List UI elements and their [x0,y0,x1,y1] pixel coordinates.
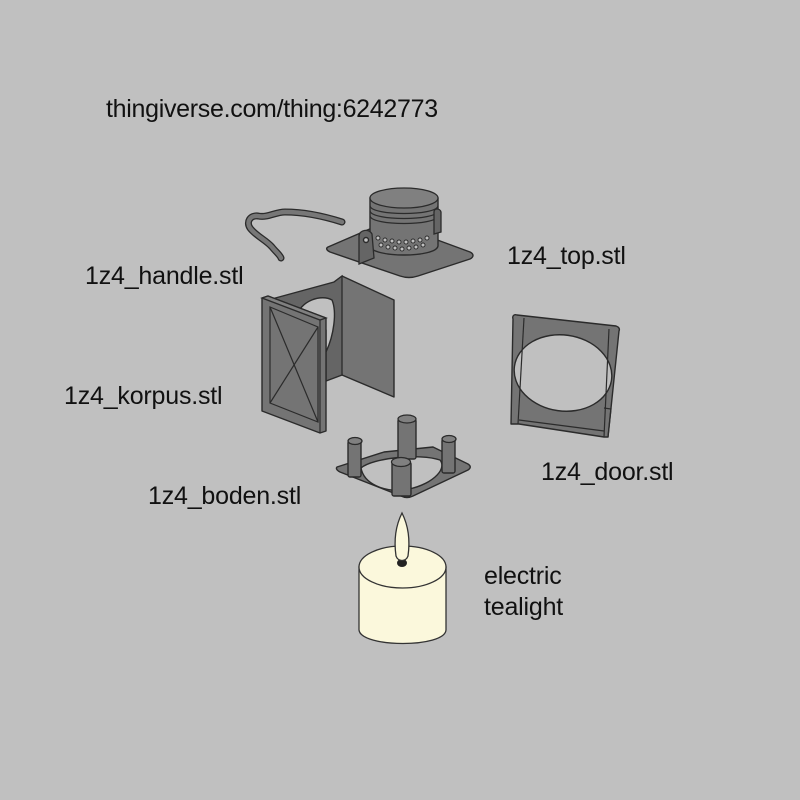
tealight-label-line2: tealight [484,593,564,621]
door-part [510,314,621,438]
boden-label: 1z4_boden.stl [148,482,302,510]
tealight-label-line1: electric [484,562,562,590]
boden-part [335,414,471,499]
handle-part [244,208,346,262]
tealight-part [358,511,447,645]
top-part [326,187,474,279]
door-label: 1z4_door.stl [541,458,674,486]
top-label: 1z4_top.stl [507,242,626,270]
korpus-part [260,274,395,434]
handle-label: 1z4_handle.stl [85,262,244,290]
thingiverse-url: thingiverse.com/thing:6242773 [106,95,438,123]
korpus-label: 1z4_korpus.stl [64,382,223,410]
